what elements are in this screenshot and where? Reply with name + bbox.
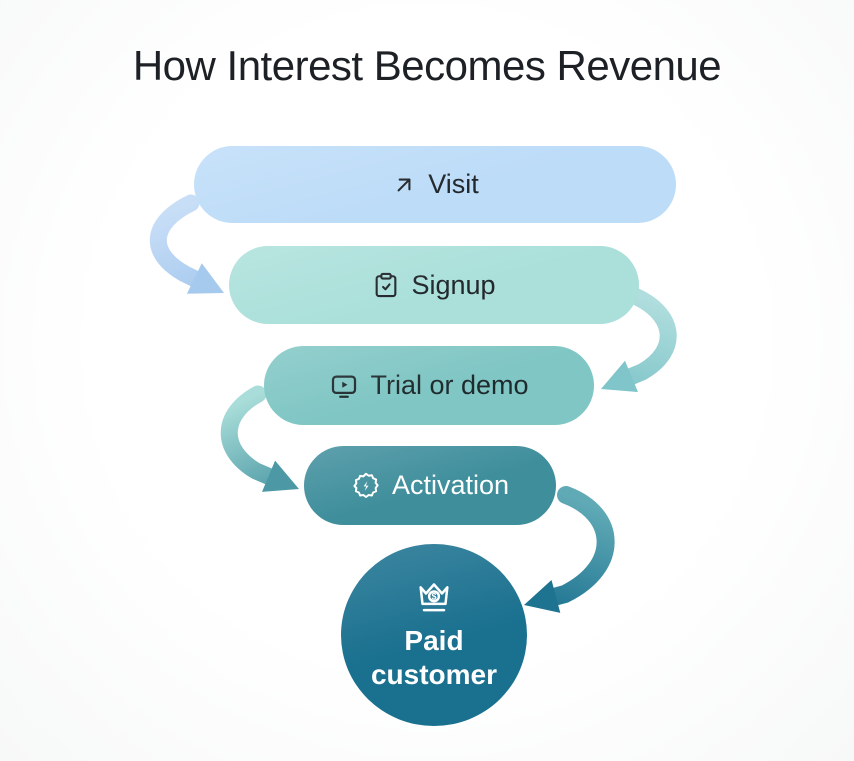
- arrow-signup-to-trial: [621, 285, 677, 385]
- clipboard-check-icon: [372, 271, 400, 299]
- arrowhead-trial-to-activation: [262, 460, 299, 492]
- arrow-trial-to-activation: [220, 385, 278, 485]
- funnel-stage-trial: Trial or demo: [264, 346, 594, 425]
- funnel-stage-signup: Signup: [229, 246, 639, 324]
- stage-label: Paid customer: [370, 625, 498, 690]
- stage-label: Trial or demo: [370, 370, 529, 400]
- funnel-stage-paid-customer: $ Paid customer: [341, 544, 527, 726]
- page-title: How Interest Becomes Revenue: [132, 42, 722, 89]
- stage-label: Signup: [411, 269, 496, 300]
- arrow-activation-to-paid: [546, 486, 615, 606]
- stage-label: Activation: [391, 470, 510, 500]
- monitor-play-icon: [329, 371, 359, 401]
- arrow-up-right-icon: [391, 172, 417, 198]
- arrowhead-activation-to-paid: [524, 580, 561, 613]
- stage-label: Visit: [428, 169, 479, 199]
- arrowhead-visit-to-signup: [186, 263, 224, 294]
- funnel-stage-activation: Activation: [304, 446, 556, 525]
- badge-spark-icon: [351, 471, 381, 501]
- arrowhead-signup-to-trial: [601, 360, 638, 393]
- funnel-stage-visit: Visit: [194, 146, 676, 223]
- svg-text:$: $: [431, 592, 436, 602]
- arrow-visit-to-signup: [149, 194, 203, 287]
- crown-dollar-icon: $: [414, 578, 454, 618]
